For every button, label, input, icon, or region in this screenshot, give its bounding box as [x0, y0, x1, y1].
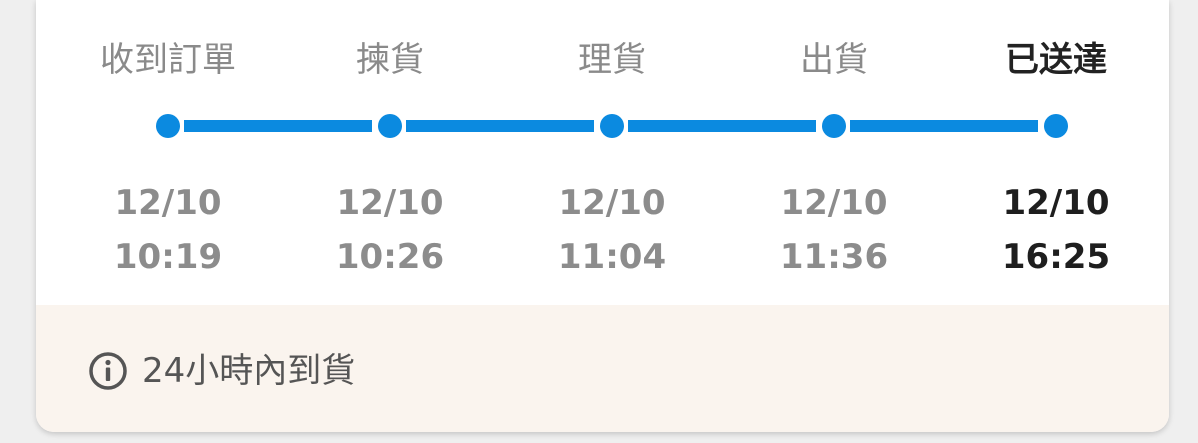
step-label-delivered: 已送達	[1005, 40, 1107, 80]
delivery-notice-banner: 24小時內到貨	[36, 305, 1169, 432]
step-timestamp: 12/10 11:04	[512, 176, 712, 284]
progress-line	[628, 120, 816, 132]
step-dot	[378, 114, 402, 138]
step-label-shipped: 出貨	[800, 40, 868, 80]
step-date: 12/10	[336, 183, 444, 223]
step-label-order-received: 收到訂單	[100, 40, 236, 80]
step-dot	[822, 114, 846, 138]
step-date: 12/10	[558, 183, 666, 223]
step-timestamp: 12/10 10:26	[290, 176, 490, 284]
progress-line	[406, 120, 594, 132]
step-date: 12/10	[1002, 183, 1110, 223]
step-dot	[600, 114, 624, 138]
progress-line	[850, 120, 1038, 132]
info-icon	[89, 352, 127, 390]
step-timestamp: 12/10 16:25	[956, 176, 1156, 284]
step-time: 16:25	[1001, 237, 1111, 277]
step-date: 12/10	[780, 183, 888, 223]
shipment-status-card: 收到訂單 12/10 10:19 揀貨 12/10 10:26 理貨 12/10…	[36, 0, 1169, 432]
delivery-notice-text: 24小時內到貨	[142, 351, 356, 391]
step-timestamp: 12/10 10:19	[68, 176, 268, 284]
step-label-sorting: 理貨	[578, 40, 646, 80]
step-date: 12/10	[114, 183, 222, 223]
shipment-progress-tracker: 收到訂單 12/10 10:19 揀貨 12/10 10:26 理貨 12/10…	[36, 0, 1169, 305]
step-dot	[1044, 114, 1068, 138]
step-time: 11:04	[557, 237, 667, 277]
step-time: 10:19	[113, 237, 223, 277]
step-time: 11:36	[779, 237, 889, 277]
step-label-picking: 揀貨	[356, 40, 424, 80]
step-dot	[156, 114, 180, 138]
progress-line	[184, 120, 372, 132]
step-time: 10:26	[335, 237, 445, 277]
step-timestamp: 12/10 11:36	[734, 176, 934, 284]
